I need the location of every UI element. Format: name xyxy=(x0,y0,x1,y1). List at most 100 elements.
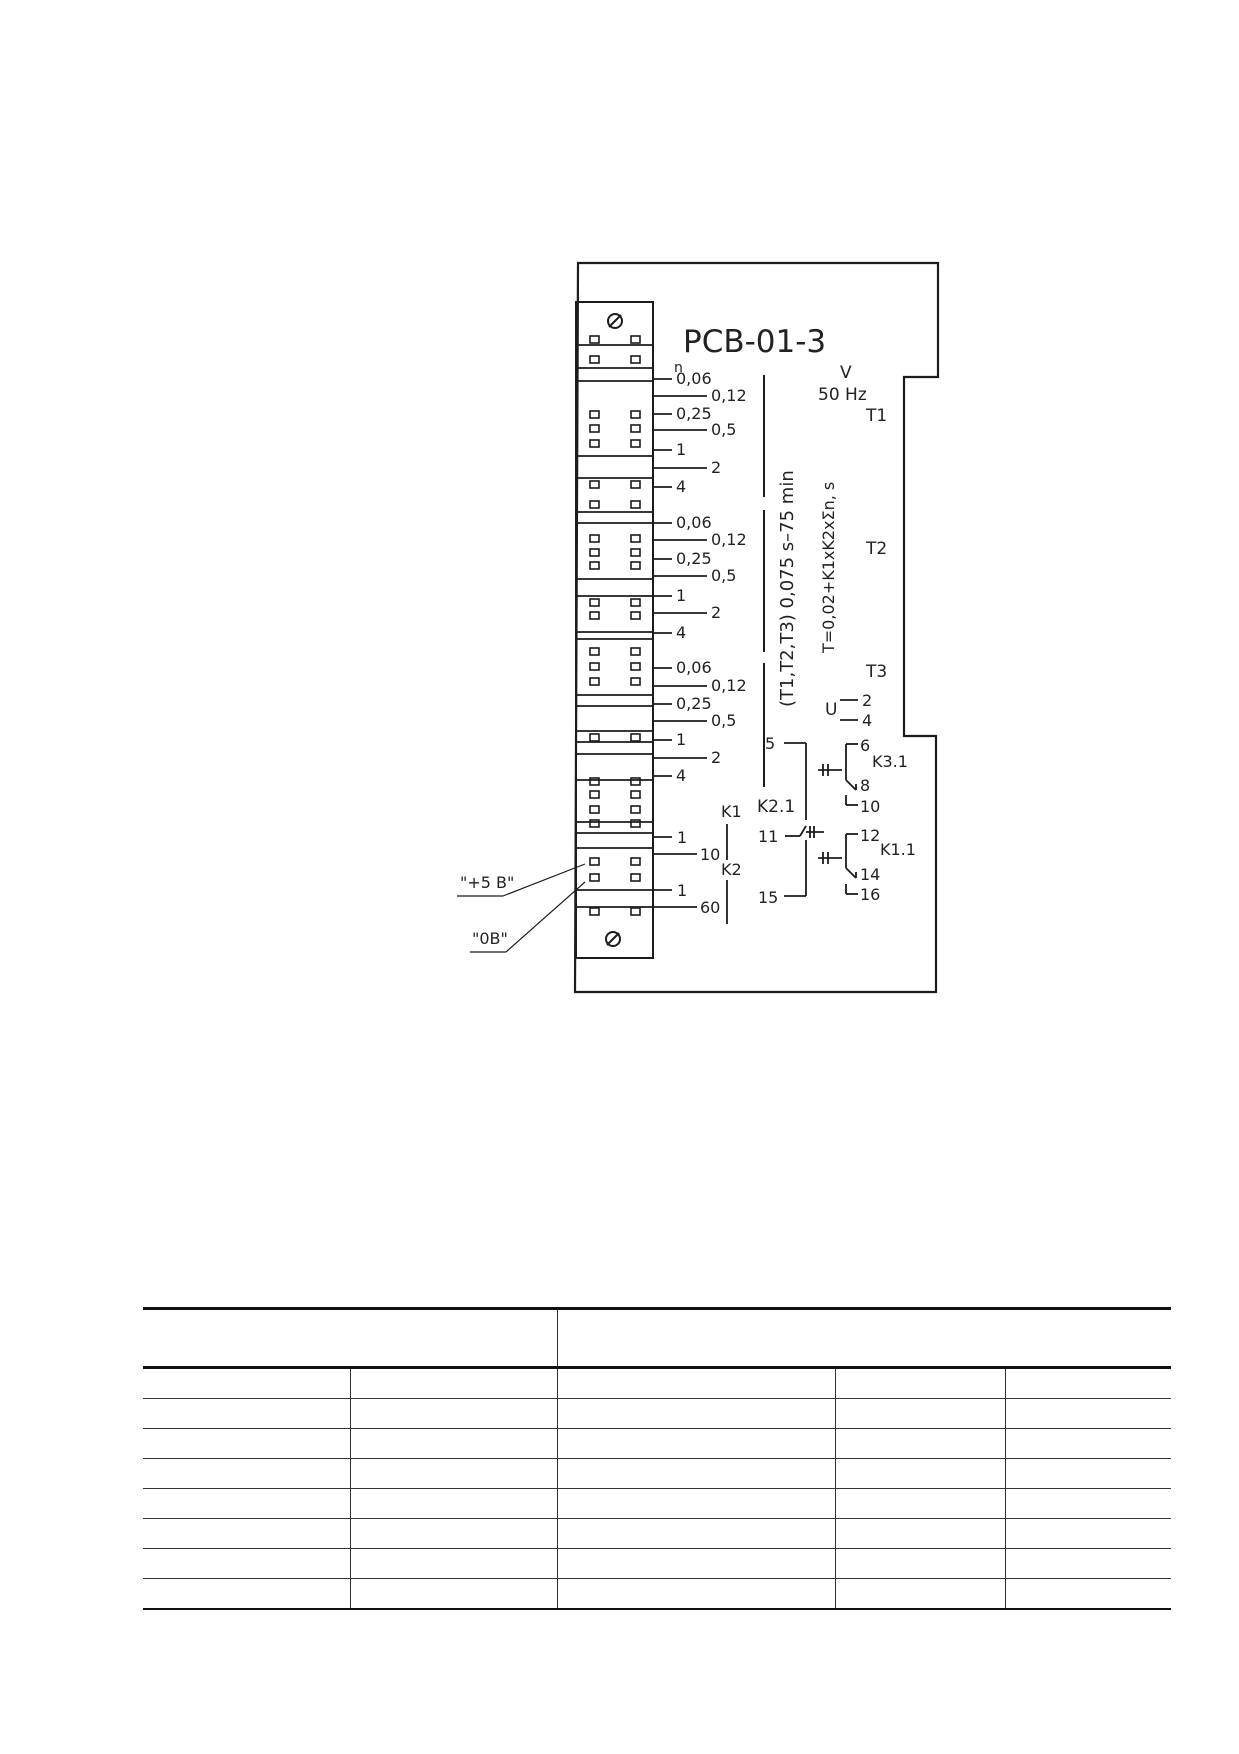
terminal-pad xyxy=(630,662,641,671)
table-cell xyxy=(1005,1367,1172,1399)
table-cell xyxy=(350,1458,558,1489)
table-row xyxy=(143,1398,1172,1429)
terminal-pad xyxy=(589,662,600,671)
setting-value-3-6: 2 xyxy=(711,748,721,767)
terminal-pad xyxy=(589,907,600,916)
k31-label: K3.1 xyxy=(872,752,908,771)
terminal-pad xyxy=(630,873,641,882)
setting-value-1-6: 2 xyxy=(711,458,721,477)
terminal-pad xyxy=(630,424,641,433)
table-row xyxy=(143,1518,1172,1549)
voltage-unit: V xyxy=(840,363,852,383)
t3-label: T3 xyxy=(865,662,887,682)
range-label: (T1,T2,T3) 0,075 s–75 min xyxy=(777,470,798,707)
u-terminal-2: 2 xyxy=(862,691,872,710)
setting-value-2-5: 1 xyxy=(676,586,686,605)
table-cell xyxy=(835,1367,1006,1399)
table-cell xyxy=(835,1398,1006,1429)
setting-value-2-7: 4 xyxy=(676,623,686,642)
terminal-pad xyxy=(630,907,641,916)
table-cell xyxy=(557,1488,836,1519)
table-cell xyxy=(1005,1428,1172,1459)
k21-terminal-15: 15 xyxy=(758,888,778,907)
table-cell xyxy=(350,1428,558,1459)
table-cell xyxy=(143,1458,351,1489)
table-row xyxy=(143,1367,1172,1399)
terminal-pad xyxy=(589,790,600,799)
terminal-pad xyxy=(630,335,641,344)
table-cell xyxy=(143,1578,351,1610)
setting-value-3-7: 4 xyxy=(676,766,686,785)
table-cell xyxy=(835,1518,1006,1549)
terminal-pad xyxy=(630,677,641,686)
terminal-strip xyxy=(575,301,654,959)
table-header-row xyxy=(143,1307,1172,1369)
setting-value-2-2: 0,12 xyxy=(711,530,747,549)
terminal-pad xyxy=(630,790,641,799)
setting-value-3-5: 1 xyxy=(676,730,686,749)
table-row xyxy=(143,1488,1172,1519)
setting-value-1-7: 4 xyxy=(676,477,686,496)
k2-value-60: 60 xyxy=(700,898,720,917)
terminal-pad xyxy=(589,480,600,489)
table-cell xyxy=(350,1518,558,1549)
setting-value-1-1: 0,06 xyxy=(676,369,712,388)
setting-value-3-2: 0,12 xyxy=(711,676,747,695)
k21-contact xyxy=(784,742,824,897)
k11-contact xyxy=(818,833,858,895)
table-cell xyxy=(835,1428,1006,1459)
frequency-label: 50 Hz xyxy=(818,385,867,405)
terminal-pad xyxy=(589,677,600,686)
terminal-pad xyxy=(589,424,600,433)
table-cell xyxy=(557,1367,836,1399)
table-cell xyxy=(143,1488,351,1519)
terminal-pad xyxy=(630,647,641,656)
terminal-pad xyxy=(589,805,600,814)
table-header-cell xyxy=(557,1307,1172,1369)
setting-value-3-1: 0,06 xyxy=(676,658,712,677)
k-setting-lines xyxy=(653,836,697,908)
table-cell xyxy=(350,1488,558,1519)
setting-value-3-4: 0,5 xyxy=(711,711,736,730)
terminal-pad xyxy=(589,335,600,344)
terminal-pad xyxy=(630,500,641,509)
n-label: n xyxy=(674,360,683,376)
terminal-pads xyxy=(589,335,641,916)
terminal-pad xyxy=(630,561,641,570)
table-cell xyxy=(557,1398,836,1429)
device-title: PCB-01-3 xyxy=(683,324,826,360)
setting-value-1-5: 1 xyxy=(676,440,686,459)
t2-label: T2 xyxy=(865,539,887,559)
table-cell xyxy=(1005,1548,1172,1579)
u-label: U xyxy=(825,700,837,720)
terminal-pad xyxy=(589,500,600,509)
table-cell xyxy=(557,1458,836,1489)
leader-lines xyxy=(457,863,586,953)
k21-terminal-11: 11 xyxy=(758,827,778,846)
terminal-pad xyxy=(589,534,600,543)
table-row xyxy=(143,1458,1172,1489)
k31-terminal-10: 10 xyxy=(860,797,880,816)
table-header-cell xyxy=(143,1307,558,1369)
terminal-pad xyxy=(630,857,641,866)
table-cell xyxy=(835,1548,1006,1579)
plus5v-label: "+5 B" xyxy=(460,873,514,892)
setting-value-2-6: 2 xyxy=(711,603,721,622)
k11-terminal-16: 16 xyxy=(860,885,880,904)
terminal-pad xyxy=(589,548,600,557)
table-cell xyxy=(143,1367,351,1399)
k31-terminal-6: 6 xyxy=(860,736,870,755)
terminal-pad xyxy=(589,857,600,866)
k21-terminal-5: 5 xyxy=(765,734,775,753)
k1-value-10: 10 xyxy=(700,845,720,864)
terminal-pad xyxy=(589,561,600,570)
k1-value-1: 1 xyxy=(677,828,687,847)
terminal-pad xyxy=(589,611,600,620)
terminal-pad xyxy=(589,598,600,607)
screw-bottom-icon xyxy=(605,931,621,947)
empty-data-table xyxy=(143,1307,1172,1610)
table-cell xyxy=(557,1548,836,1579)
terminal-pad xyxy=(589,647,600,656)
terminal-pad xyxy=(589,819,600,828)
terminal-pad xyxy=(589,733,600,742)
